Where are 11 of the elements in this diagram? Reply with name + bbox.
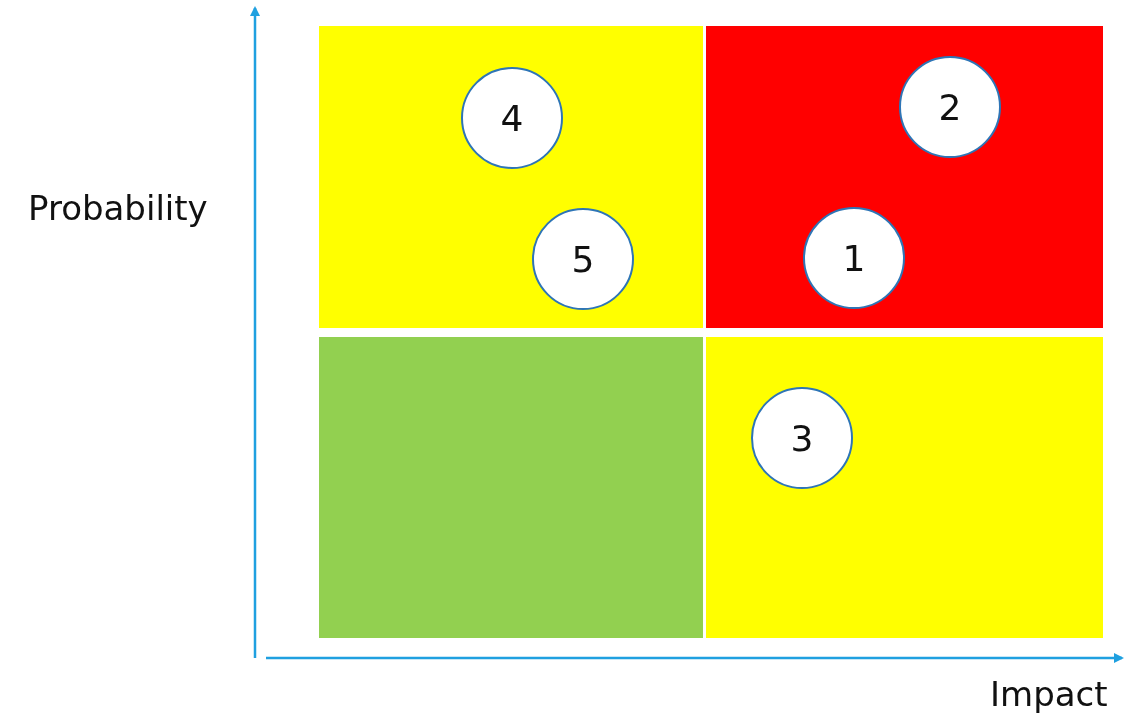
risk-number: 4 bbox=[461, 67, 563, 169]
axis-label: Impact bbox=[990, 674, 1108, 714]
risk-number: 1 bbox=[803, 207, 905, 309]
risk-number: 3 bbox=[751, 387, 853, 489]
quadrant-box bbox=[319, 26, 703, 328]
quadrant-box bbox=[706, 26, 1103, 328]
risk-number: 5 bbox=[532, 208, 634, 310]
risk-number: 2 bbox=[899, 56, 1001, 158]
quadrant-box bbox=[319, 337, 703, 638]
quadrant-box bbox=[706, 337, 1103, 638]
axis-label: Probability bbox=[28, 188, 208, 228]
